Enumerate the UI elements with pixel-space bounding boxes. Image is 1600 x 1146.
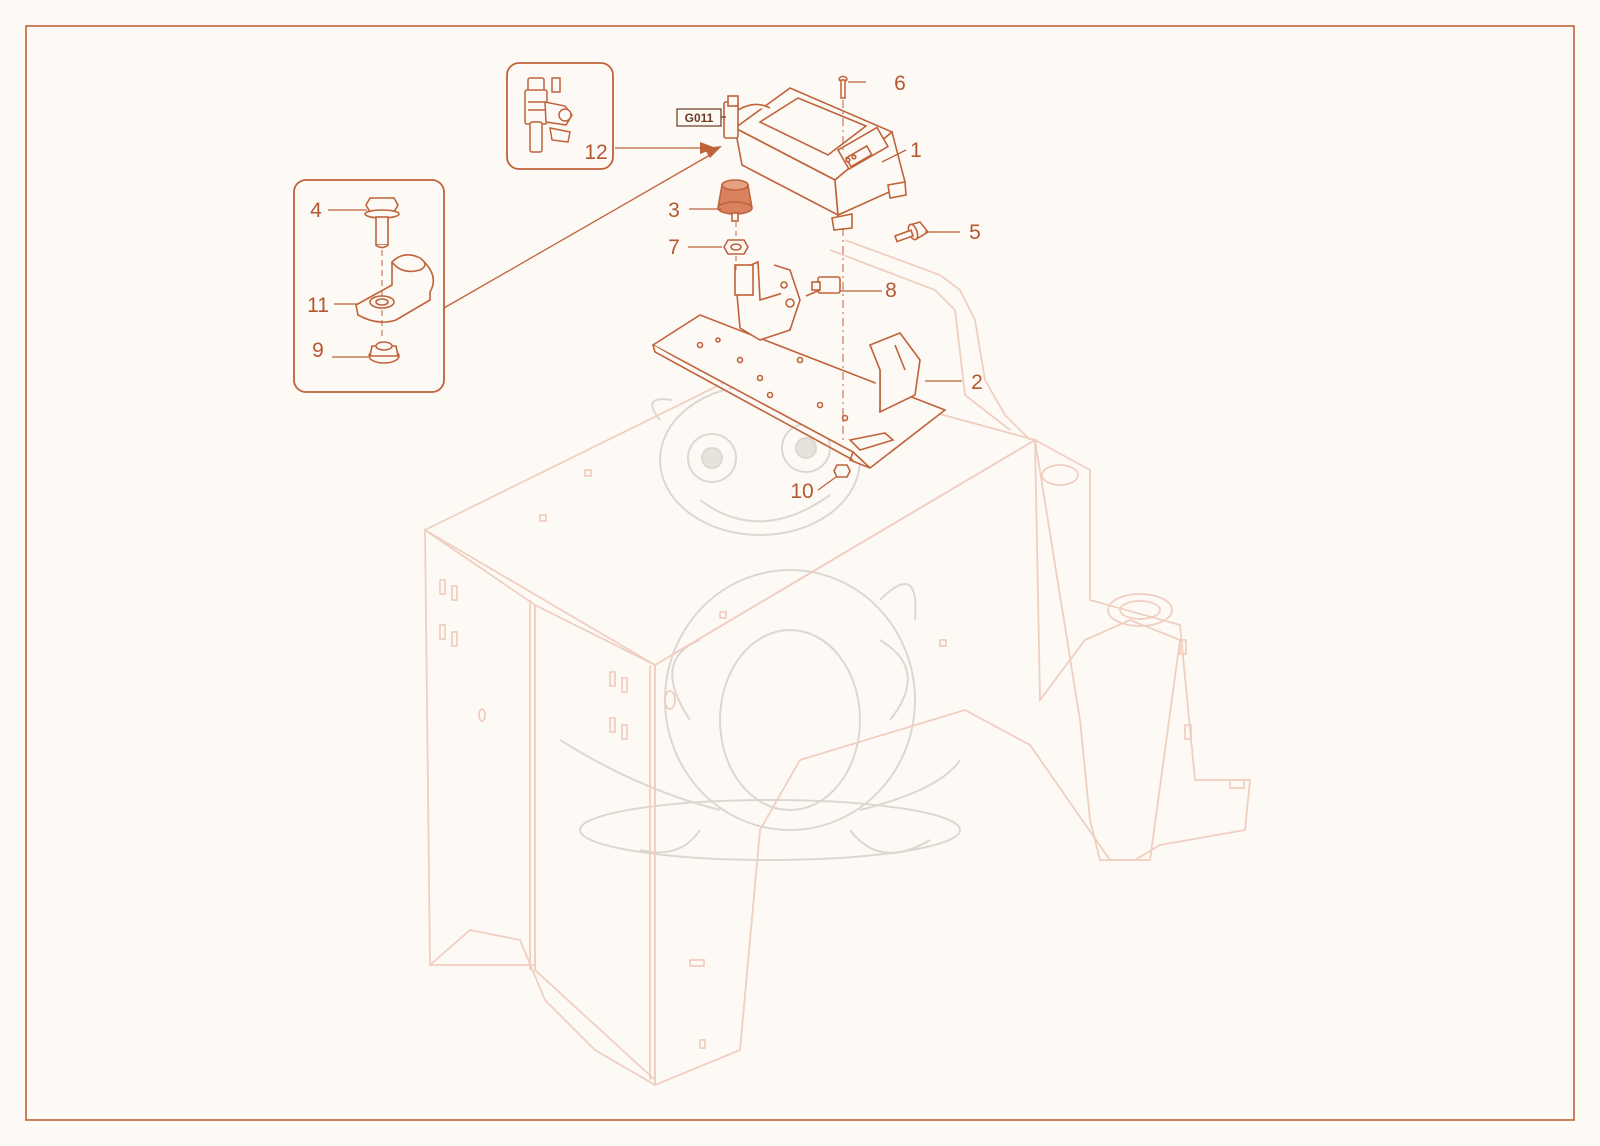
mascot-watermark bbox=[559, 384, 961, 861]
callout-1: 1 bbox=[910, 139, 922, 162]
nut-10 bbox=[833, 464, 851, 478]
detail-frame-clamp bbox=[293, 179, 445, 393]
connector-tag-label: G011 bbox=[685, 111, 714, 125]
leader-arrowheads bbox=[700, 142, 722, 158]
callout-10: 10 bbox=[790, 480, 813, 503]
callout-3: 3 bbox=[668, 199, 680, 222]
hex-nut-7 bbox=[723, 239, 749, 255]
callout-6: 6 bbox=[894, 72, 906, 95]
callout-12: 12 bbox=[584, 141, 607, 164]
connector-clip-icon bbox=[524, 77, 573, 153]
callout-8: 8 bbox=[885, 279, 897, 302]
leader-lines bbox=[328, 81, 962, 491]
bolt-5 bbox=[893, 221, 930, 243]
flange-bolt-icon bbox=[364, 197, 400, 249]
detail-box-clamp bbox=[293, 179, 445, 393]
callout-11: 11 bbox=[307, 294, 329, 317]
drawing-border bbox=[25, 25, 1575, 1121]
rubber-mount-3 bbox=[717, 179, 753, 222]
callout-7: 7 bbox=[668, 236, 680, 259]
machine-frame-ghost bbox=[423, 239, 1251, 1087]
callout-4: 4 bbox=[310, 199, 322, 222]
detail-box-connector bbox=[506, 62, 614, 170]
callout-labels: 1 2 3 4 5 6 7 8 9 10 11 12 bbox=[307, 72, 983, 503]
control-unit-1 bbox=[723, 87, 907, 231]
flange-nut-icon bbox=[368, 341, 400, 364]
arrow-clamp-head bbox=[704, 146, 722, 158]
mounting-bracket bbox=[651, 260, 947, 469]
clip-nut-8 bbox=[805, 276, 841, 297]
connector-tag: G011 bbox=[676, 108, 726, 127]
p-clamp-icon bbox=[355, 254, 435, 323]
callout-2: 2 bbox=[971, 371, 983, 394]
callout-9: 9 bbox=[312, 339, 324, 362]
screw-6 bbox=[838, 75, 848, 99]
callout-5: 5 bbox=[969, 221, 981, 244]
